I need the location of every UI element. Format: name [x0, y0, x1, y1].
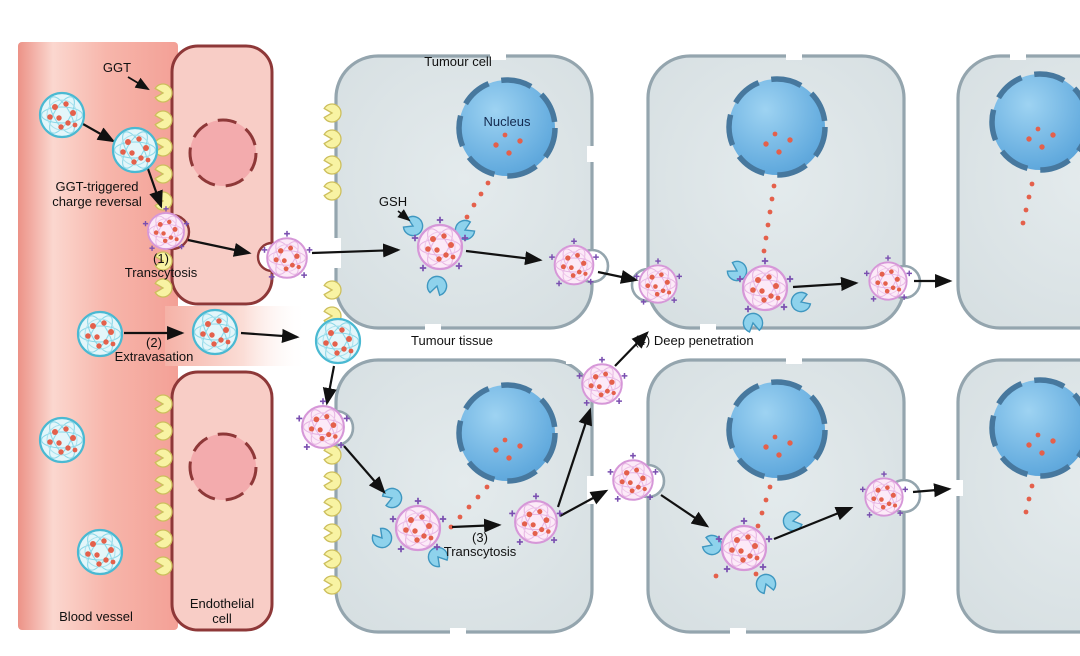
- endothelial-cell-label-line1: Endothelial: [190, 596, 254, 611]
- arrow-icon: [343, 445, 386, 494]
- step2-number: (2): [146, 335, 162, 350]
- arrow-icon: [187, 238, 252, 257]
- released-drug-dots: [448, 180, 1035, 579]
- nucleus: [992, 380, 1080, 476]
- ggt-label: GGT: [103, 60, 131, 75]
- diagram-labels: GGT GGT-triggered charge reversal (1) Tr…: [52, 54, 753, 626]
- step3-name: Transcytosis: [444, 544, 517, 559]
- arrow-icon: [660, 494, 710, 528]
- nucleus: [729, 382, 825, 478]
- nucleus: [992, 74, 1080, 170]
- arrow-icon: [322, 365, 337, 406]
- arrow-icon: [451, 518, 502, 533]
- tumour-cell-d: [334, 358, 594, 634]
- arrow-icon: [556, 407, 592, 508]
- step1-number: (1): [153, 251, 169, 266]
- drug-dot-trail: [1020, 181, 1035, 226]
- membrane-gap: [587, 146, 597, 162]
- membrane-gap: [425, 324, 441, 332]
- arrow-icon: [559, 489, 609, 517]
- step4-label: (4) Deep penetration: [634, 333, 753, 348]
- endothelial-cell-bottom: [170, 370, 274, 632]
- membrane-gap: [730, 628, 746, 636]
- tumour-tissue-label: Tumour tissue: [411, 333, 493, 348]
- nanoparticle-cyan-icon: [38, 416, 86, 464]
- tumour-cell-a: [334, 54, 594, 330]
- drug-dot-trail: [448, 484, 490, 530]
- arrow-icon: [145, 165, 163, 209]
- nanoparticle-cyan-icon: [38, 91, 86, 139]
- membrane-gap: [490, 52, 506, 60]
- step3-number: (3): [472, 530, 488, 545]
- flow-arrows: [82, 76, 953, 541]
- nanoparticle-cyan-icon: [76, 528, 124, 576]
- charge-reversal-label-line1: GGT-triggered: [55, 179, 138, 194]
- arrow-icon: [240, 328, 300, 343]
- nucleus-label: Nucleus: [484, 114, 531, 129]
- membrane-gap: [786, 356, 802, 364]
- drug-dot-trail: [761, 183, 777, 254]
- arrow-icon: [82, 123, 116, 143]
- membrane-gap: [786, 52, 802, 60]
- arrow-icon: [773, 506, 854, 541]
- nanoparticle-cyan-icon: [111, 126, 159, 174]
- nucleus: [459, 385, 555, 481]
- ggt-pointer-arrow-icon: [127, 76, 150, 91]
- arrow-icon: [597, 270, 639, 284]
- step2-name: Extravasation: [115, 349, 194, 364]
- endothelial-nucleus: [188, 432, 258, 502]
- tumour-cell-label: Tumour cell: [424, 54, 492, 69]
- arrow-icon: [311, 243, 401, 258]
- drug-dot-trail: [1023, 483, 1035, 515]
- charge-reversal-label-line2: charge reversal: [52, 194, 142, 209]
- nucleus: [729, 79, 825, 175]
- arrow-icon: [792, 276, 859, 291]
- blood-vessel-label: Blood vessel: [59, 609, 133, 624]
- arrow-icon: [465, 249, 543, 266]
- membrane-gap: [566, 356, 586, 364]
- arrow-icon: [912, 483, 952, 498]
- endothelial-nucleus: [188, 118, 258, 188]
- nanoparticle-cyan-icon: [191, 308, 239, 356]
- gsh-label: GSH: [379, 194, 407, 209]
- membrane-gap: [450, 628, 466, 636]
- membrane-gap: [700, 324, 716, 332]
- nanoparticle-cyan-icon: [314, 317, 362, 365]
- arrow-icon: [614, 331, 649, 367]
- endothelial-cell-label-line2: cell: [212, 611, 232, 626]
- gsh-pointer-arrow-icon: [397, 209, 411, 222]
- membrane-gap: [1010, 52, 1026, 60]
- membrane-gap: [953, 480, 963, 496]
- step1-name: Transcytosis: [125, 265, 198, 280]
